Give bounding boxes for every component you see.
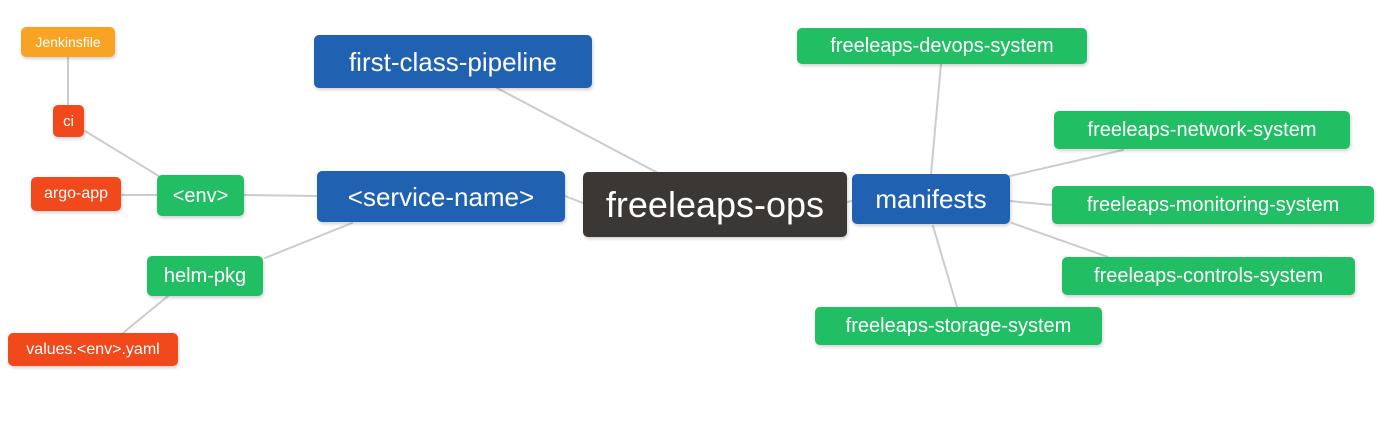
mindmap-node-freeleaps-ops[interactable]: freeleaps-ops xyxy=(583,172,847,237)
edge-first-class-pipeline-to-freeleaps-ops xyxy=(496,87,659,174)
mindmap-node-argo-app[interactable]: argo-app xyxy=(31,177,121,211)
edge-service-name-to-freeleaps-ops xyxy=(564,195,584,204)
mindmap-node-env[interactable]: <env> xyxy=(157,175,244,216)
mindmap-node-ci[interactable]: ci xyxy=(53,105,84,137)
edge-ci-to-env xyxy=(84,130,163,179)
mindmap-node-helm-pkg[interactable]: helm-pkg xyxy=(147,256,263,296)
mindmap-node-values-env-yaml[interactable]: values.<env>.yaml xyxy=(8,333,178,366)
edge-helm-pkg-to-service-name xyxy=(264,222,353,259)
mindmap-node-freeleaps-storage-system[interactable]: freeleaps-storage-system xyxy=(815,307,1102,345)
mindmap-node-jenkinsfile[interactable]: Jenkinsfile xyxy=(21,27,115,57)
edge-env-to-service-name xyxy=(243,194,318,197)
mindmap-node-first-class-pipeline[interactable]: first-class-pipeline xyxy=(314,35,592,88)
mindmap-node-manifests[interactable]: manifests xyxy=(852,174,1010,224)
mindmap-node-freeleaps-monitoring-system[interactable]: freeleaps-monitoring-system xyxy=(1052,186,1374,224)
edge-manifests-to-freeleaps-monitoring-system xyxy=(1009,200,1053,206)
edge-manifests-to-freeleaps-controls-system xyxy=(1011,222,1109,258)
edge-manifests-to-freeleaps-network-system xyxy=(1009,149,1124,177)
mindmap-node-freeleaps-devops-system[interactable]: freeleaps-devops-system xyxy=(797,28,1087,64)
edge-manifests-to-freeleaps-devops-system xyxy=(930,63,942,175)
edge-freeleaps-ops-to-manifests xyxy=(846,200,853,203)
mindmap-node-freeleaps-network-system[interactable]: freeleaps-network-system xyxy=(1054,111,1350,149)
mindmap-node-freeleaps-controls-system[interactable]: freeleaps-controls-system xyxy=(1062,257,1355,295)
edge-values-env-yaml-to-helm-pkg xyxy=(122,295,169,334)
mindmap-node-service-name[interactable]: <service-name> xyxy=(317,171,565,222)
edge-manifests-to-freeleaps-storage-system xyxy=(932,225,958,308)
